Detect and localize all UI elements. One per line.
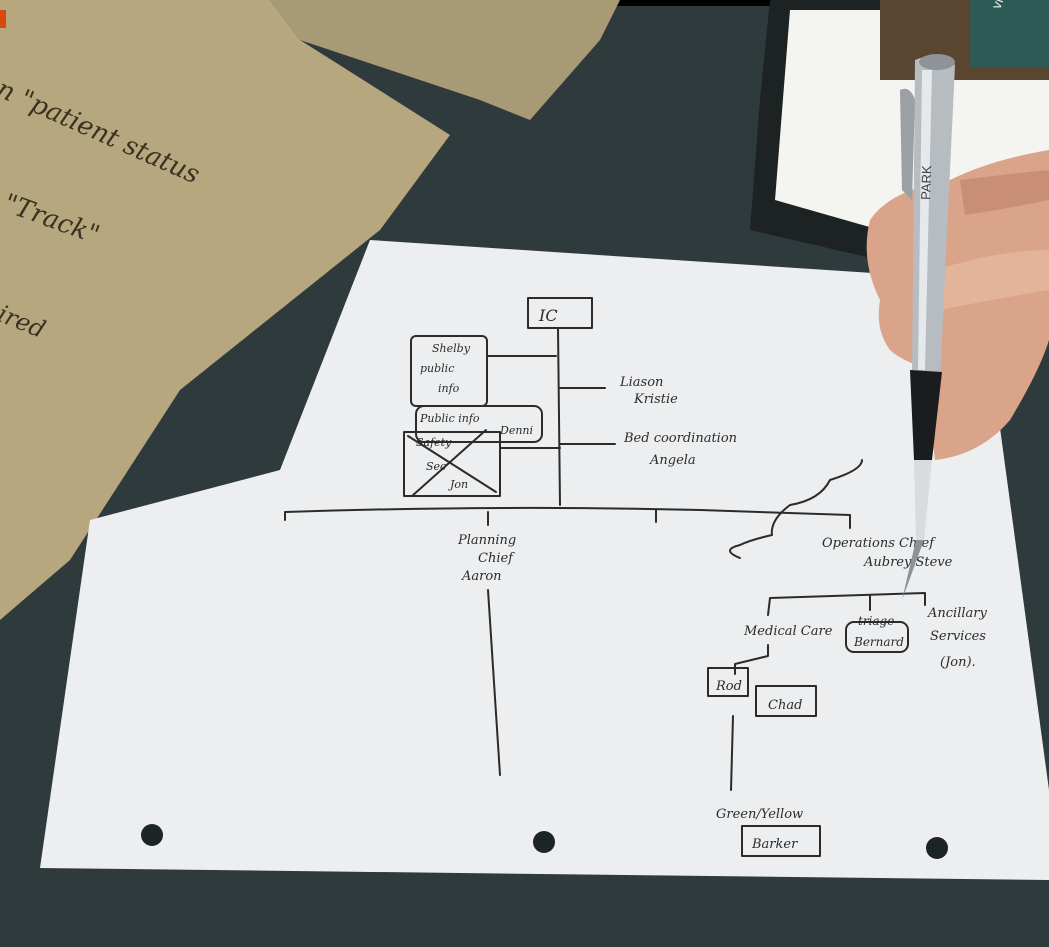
chart-bed-coordination-1: Bed coordination: [623, 431, 737, 446]
chart-barker: Barker: [751, 837, 798, 852]
chart-public-info-3: info: [438, 382, 460, 395]
chart-operations-2: Aubrey Steve: [863, 555, 953, 570]
chart-bed-coordination-2: Angela: [649, 453, 696, 468]
chart-triage-2: Bernard: [853, 635, 904, 649]
pen-brand: PARK: [918, 165, 934, 200]
chart-chad: Chad: [768, 698, 802, 713]
chart-ancillary-1: Ancillary: [927, 606, 987, 621]
corner-mark: [0, 10, 6, 28]
chart-liaison-1: Liason: [619, 375, 663, 390]
chart-medical-care: Medical Care: [743, 624, 833, 639]
binder-hole: [141, 824, 163, 846]
chart-ancillary-2: Services: [930, 629, 986, 644]
chart-public-info-denni-1: Public info: [419, 412, 480, 425]
road-sign: [970, 0, 1049, 68]
chart-ic: IC: [538, 306, 558, 325]
chart-ancillary-3: (Jon).: [940, 655, 976, 670]
chart-public-info-1: Shelby: [432, 342, 471, 355]
chart-public-info-denni-2: Denni: [499, 424, 533, 437]
chart-safety-2: Sec: [426, 460, 446, 473]
chart-planning-1: Planning: [457, 533, 516, 548]
chart-safety-1: Safety: [416, 436, 452, 449]
chart-public-info-2: public: [420, 362, 454, 375]
chart-rod: Rod: [715, 679, 742, 694]
chart-liaison-2: Kristie: [633, 392, 678, 407]
chart-planning-3: Aaron: [461, 569, 502, 584]
chart-green-yellow: Green/Yellow: [716, 807, 803, 822]
binder-hole: [533, 831, 555, 853]
chart-planning-2: Chief: [478, 551, 515, 566]
chart-safety-3: Jon: [448, 478, 468, 491]
binder-hole: [926, 837, 948, 859]
chart-triage-1: triage: [858, 614, 894, 628]
